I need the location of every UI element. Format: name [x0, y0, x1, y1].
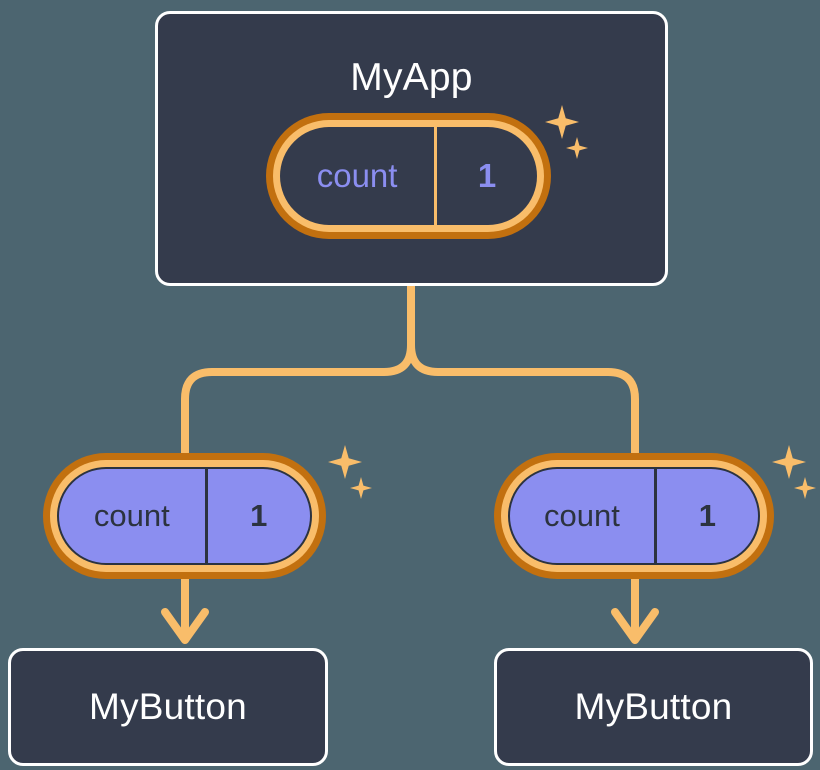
state-value-label: 1	[653, 469, 758, 563]
state-pill-face: count 1	[280, 127, 537, 225]
state-pill-child-right[interactable]: count 1	[494, 453, 774, 579]
sparkle-icon	[328, 445, 362, 479]
wire-root-to-right	[407, 282, 639, 457]
component-label: MyButton	[89, 686, 247, 727]
component-box-mybutton-left[interactable]: MyButton	[8, 648, 328, 766]
state-pill-inner-ring: count 1	[501, 460, 767, 572]
state-value-label: 1	[204, 469, 310, 563]
sparkle-icon	[794, 477, 816, 499]
state-pill-root[interactable]: count 1	[266, 113, 551, 239]
state-pill-inner-ring: count 1	[50, 460, 319, 572]
component-label: MyButton	[574, 686, 733, 727]
arrow-down-icon-right	[611, 608, 659, 644]
component-box-mybutton-right[interactable]: MyButton	[494, 648, 813, 766]
state-pill-face: count 1	[508, 467, 760, 565]
sparkle-icon	[772, 445, 806, 479]
state-key-label: count	[316, 157, 398, 194]
state-pill-inner-ring: count 1	[273, 120, 544, 232]
state-pill-face: count 1	[57, 467, 312, 565]
wire-root-to-left	[181, 282, 415, 457]
arrow-down-icon-left	[161, 608, 209, 644]
state-value-label: 1	[434, 127, 537, 225]
state-pill-child-left[interactable]: count 1	[43, 453, 326, 579]
state-key-label: count	[543, 498, 620, 533]
state-key-label: count	[93, 498, 170, 533]
sparkle-icon	[350, 477, 372, 499]
page-title: MyApp	[350, 56, 473, 99]
